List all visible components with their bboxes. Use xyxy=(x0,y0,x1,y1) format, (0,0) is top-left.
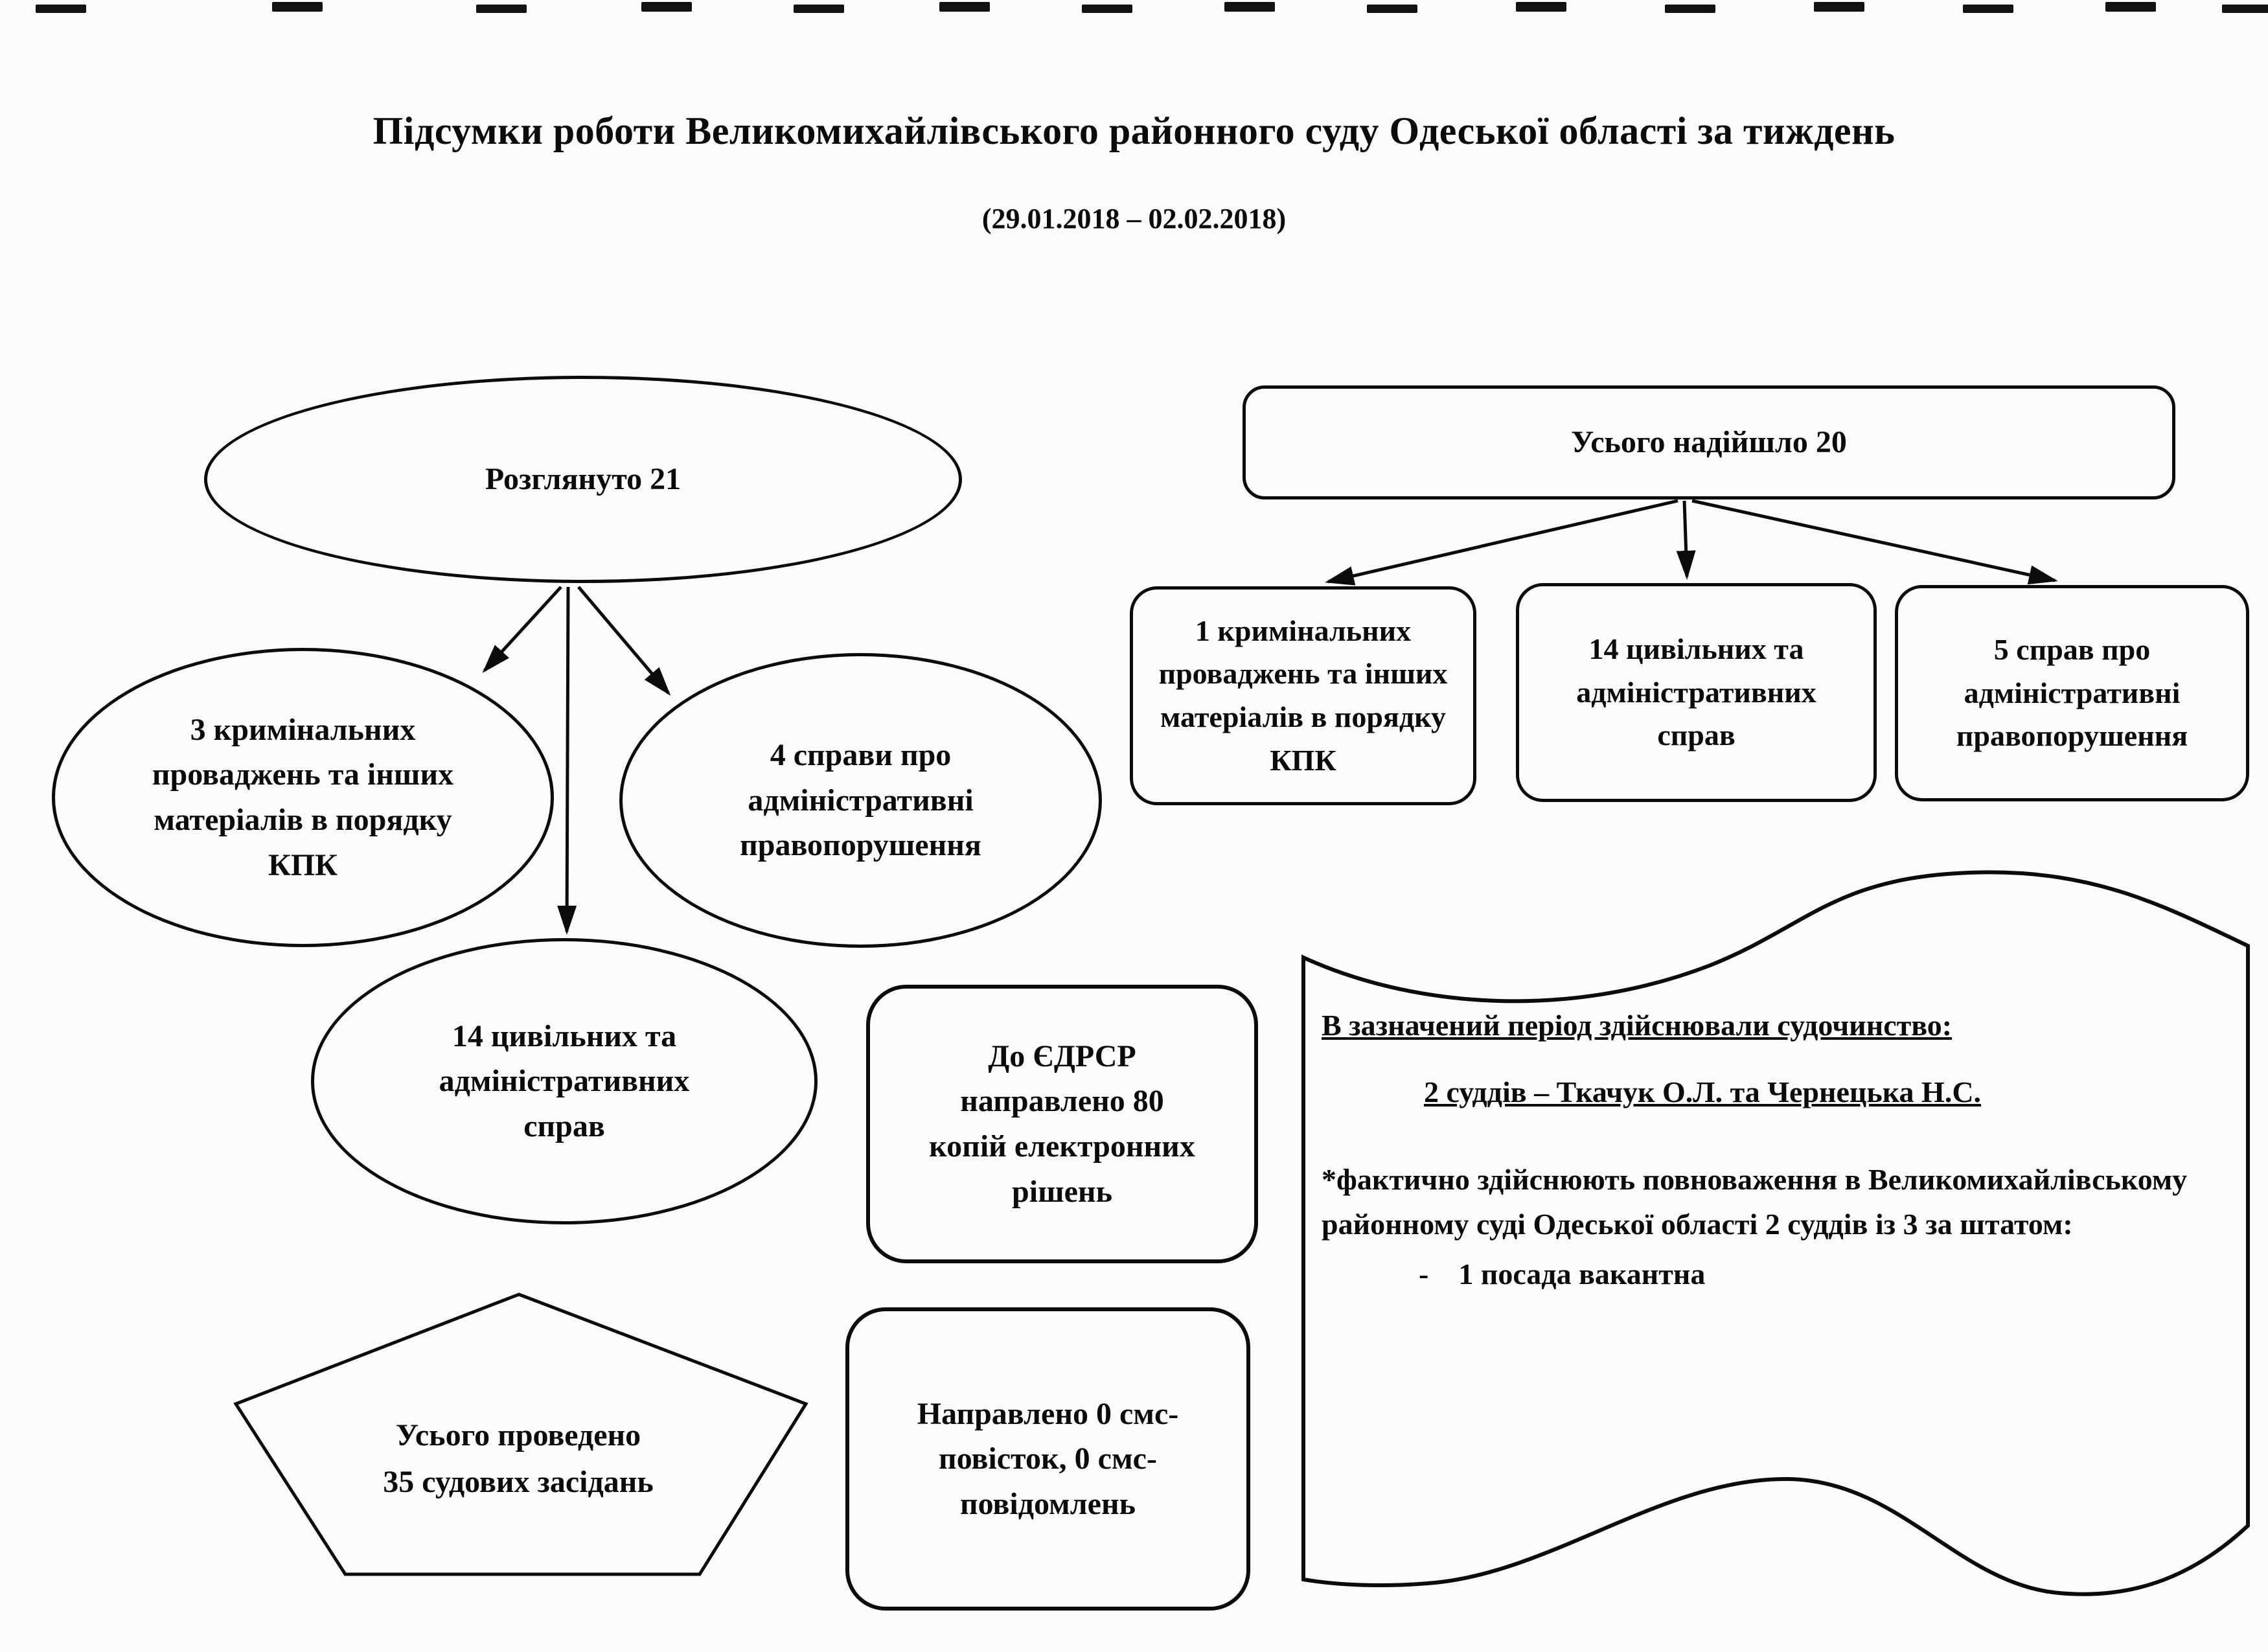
scan-artifact xyxy=(1224,2,1275,12)
received-civil-label: 14 цивільних та адміністративних справ xyxy=(1576,632,1816,752)
scan-artifact xyxy=(1814,2,1864,12)
sessions-line-1: Усього проведено xyxy=(395,1418,641,1452)
date-range: (29.01.2018 – 02.02.2018) xyxy=(981,203,1287,235)
judiciary-scroll-text: В зазначений період здійснювали судочинс… xyxy=(1322,1003,2219,1296)
reviewed-admin-offenses-label: 4 справи про адміністративні правопоруше… xyxy=(740,738,981,863)
scan-artifact xyxy=(939,2,990,12)
sessions-pentagon xyxy=(233,1292,808,1576)
sms-box: Направлено 0 смс-повісток, 0 смс-повідом… xyxy=(845,1307,1250,1611)
received-total-box: Усього надійшло 20 xyxy=(1243,385,2175,499)
reviewed-total-label: Розглянуто 21 xyxy=(485,462,682,497)
scan-artifact xyxy=(1516,2,1566,12)
sessions-line-2: 35 судових засідань xyxy=(383,1465,654,1499)
received-admin-offenses-box: 5 справ про адміністративні правопорушен… xyxy=(1895,585,2249,801)
scan-artifact xyxy=(272,2,323,12)
received-criminal-label: 1 кримінальних проваджень та інших матер… xyxy=(1158,614,1448,777)
reviewed-criminal-label: 3 кримінальних проваджень та інших матер… xyxy=(152,712,454,882)
scan-artifact xyxy=(1665,5,1715,13)
scan-artifact xyxy=(641,2,692,12)
judiciary-note: *фактично здійснюють повноваження в Вели… xyxy=(1322,1163,2188,1241)
scan-artifact xyxy=(794,5,844,13)
scan-artifact xyxy=(1082,5,1132,13)
judiciary-scroll-shape xyxy=(1301,870,2250,1596)
received-total-label: Усього надійшло 20 xyxy=(1571,425,1847,460)
judiciary-judges: 2 суддів – Ткачук О.Л. та Чернецька Н.С. xyxy=(1424,1075,1982,1108)
scan-artifact xyxy=(1963,5,2013,13)
judiciary-heading: В зазначений період здійснювали судочинс… xyxy=(1322,1009,1953,1042)
judiciary-vacancy: - 1 посада вакантна xyxy=(1419,1257,1706,1291)
reviewed-civil-ellipse: 14 цивільних та адміністративних справ xyxy=(311,938,818,1224)
reviewed-total-ellipse: Розглянуто 21 xyxy=(204,376,962,583)
reviewed-criminal-ellipse: 3 кримінальних проваджень та інших матер… xyxy=(52,648,554,947)
scan-artifact xyxy=(2105,2,2156,12)
reviewed-civil-label: 14 цивільних та адміністративних справ xyxy=(439,1018,690,1143)
edrsr-box: До ЄДРСР направлено 80 копій електронних… xyxy=(866,985,1258,1263)
scan-artifact xyxy=(2222,5,2268,13)
scan-artifact xyxy=(1367,5,1417,13)
received-admin-offenses-label: 5 справ про адміністративні правопорушен… xyxy=(1956,632,2188,753)
reviewed-admin-offenses-ellipse: 4 справи про адміністративні правопоруше… xyxy=(619,653,1102,948)
received-arrows xyxy=(1325,499,2058,586)
scan-artifact xyxy=(36,5,86,13)
reviewed-arrows xyxy=(482,586,671,935)
received-civil-box: 14 цивільних та адміністративних справ xyxy=(1516,583,1877,802)
sms-label: Направлено 0 смс-повісток, 0 смс-повідом… xyxy=(917,1396,1179,1521)
received-criminal-box: 1 кримінальних проваджень та інших матер… xyxy=(1130,586,1476,805)
edrsr-label: До ЄДРСР направлено 80 копій електронних… xyxy=(929,1038,1195,1209)
scan-artifact xyxy=(476,5,527,13)
sessions-label: Усього проведено 35 судових засідань xyxy=(272,1412,764,1506)
page-title: Підсумки роботи Великомихайлівського рай… xyxy=(372,109,1896,152)
